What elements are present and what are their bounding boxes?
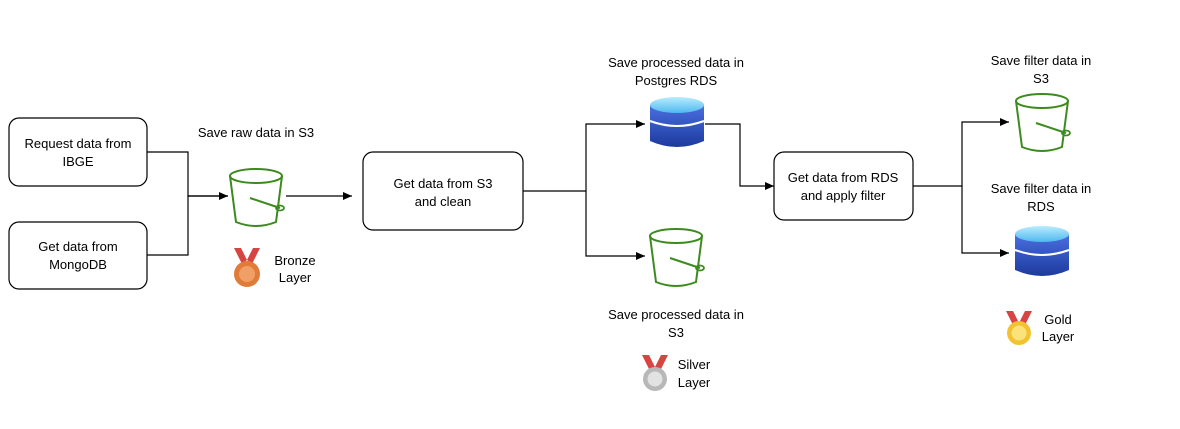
connector-ibge-to-s3 [147,151,228,200]
box-get-s3-clean-line2: and clean [415,194,471,209]
rds-database-icon [649,97,705,147]
box-get-rds-filter-line1: Get data from RDS [788,170,899,185]
label-save-processed-rds-line1: Save processed data in [608,55,744,70]
gold-layer-label-line2: Layer [1042,329,1075,344]
box-get-s3-clean-line1: Get data from S3 [394,176,493,191]
box-get-mongodb-line1: Get data from [38,239,117,254]
s3-bucket-icon [649,228,705,287]
label-save-filter-rds-line2: RDS [1027,199,1055,214]
label-save-filter-s3-line1: Save filter data in [991,53,1091,68]
label-save-filter-rds-line1: Save filter data in [991,181,1091,196]
s3-bucket-icon [1015,93,1071,152]
s3-bucket-icon [229,168,285,227]
silver-medal-icon [642,355,668,391]
connector-mongodb-to-s3 [147,195,228,256]
label-save-processed-s3-line1: Save processed data in [608,307,744,322]
silver-layer-label-line2: Layer [678,375,711,390]
rds-database-icon [1014,226,1070,276]
box-get-rds-filter-line2: and apply filter [801,188,886,203]
box-request-ibge-line2: IBGE [62,154,93,169]
connectors [147,118,1009,260]
box-get-s3-clean: Get data from S3 and clean [362,151,524,231]
bronze-layer-label-line1: Bronze [274,253,315,268]
box-get-mongodb-line2: MongoDB [49,257,107,272]
gold-layer-label-line1: Gold [1044,312,1071,327]
connector-rds-to-filter [705,123,774,190]
box-get-mongodb: Get data from MongoDB [8,221,148,290]
connector-filter-to-gold-s3 [913,118,1009,187]
box-request-ibge-line1: Request data from [25,136,132,151]
box-get-rds-filter: Get data from RDS and apply filter [773,151,914,221]
connector-clean-to-silver-s3 [585,191,645,260]
bronze-layer-label-line2: Layer [279,270,312,285]
silver-layer-label-line1: Silver [678,357,711,372]
label-save-processed-rds-line2: Postgres RDS [635,73,718,88]
label-save-raw-s3: Save raw data in S3 [198,125,314,140]
label-save-filter-s3-line2: S3 [1033,71,1049,86]
bronze-medal-icon [234,248,260,287]
gold-medal-icon [1006,311,1032,345]
label-save-processed-s3-line2: S3 [668,325,684,340]
box-request-ibge: Request data from IBGE [8,117,148,187]
connector-clean-to-rds [523,120,645,192]
connector-filter-to-gold-rds [961,186,1009,257]
